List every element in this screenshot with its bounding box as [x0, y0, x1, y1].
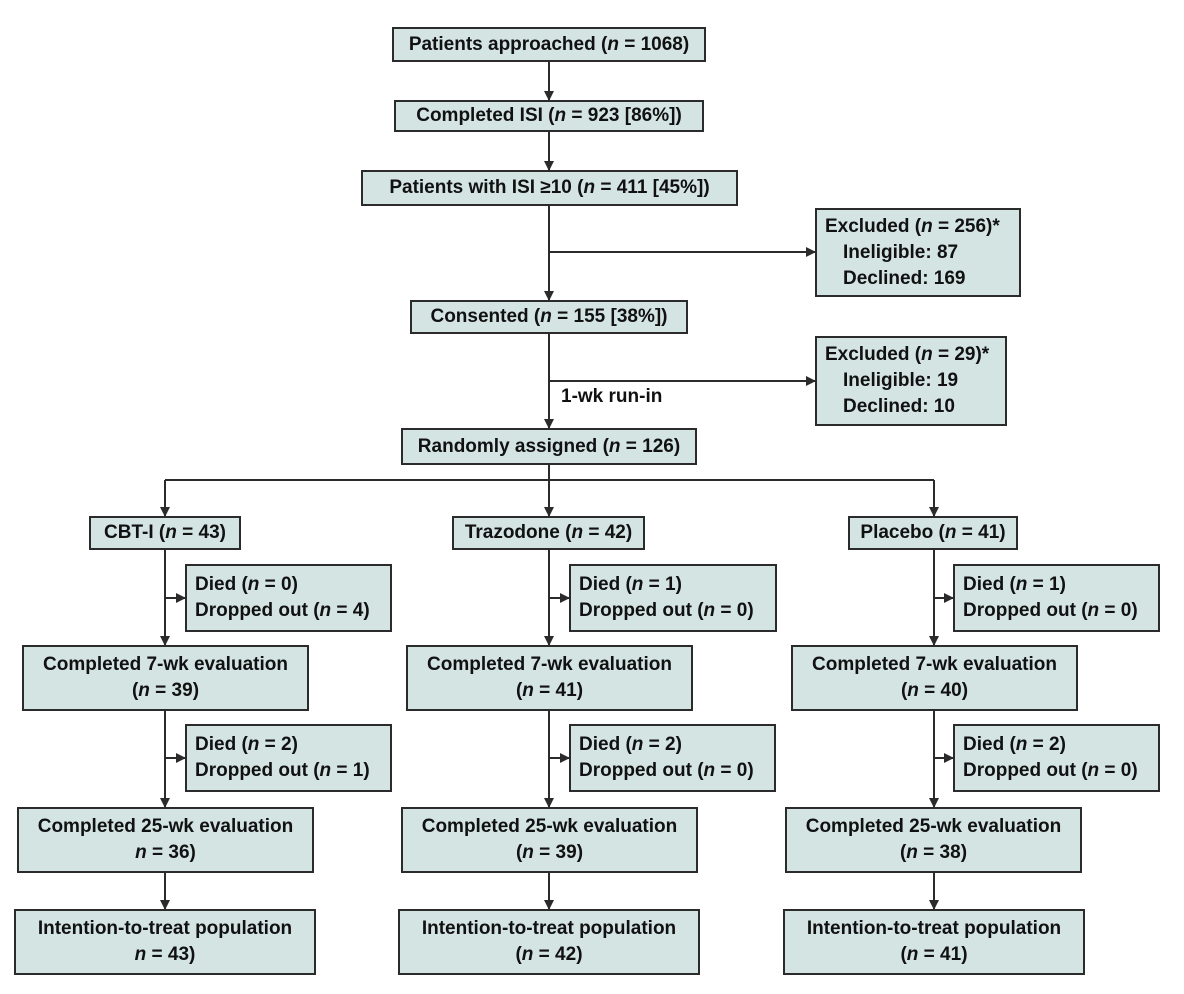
died-text: Died (n = 2): [963, 734, 1066, 755]
eval-n: (n = 39): [515, 842, 584, 863]
died-text: Died (n = 0): [195, 574, 298, 595]
box-placebo-eval-7wk: Completed 7-wk evaluation (n = 40): [791, 645, 1078, 711]
itt-title: Intention-to-treat population: [37, 918, 293, 939]
box-randomly-assigned: Randomly assigned (n = 126): [401, 428, 697, 465]
arm-name: Trazodone (n = 42): [464, 522, 633, 543]
eval-title: Completed 7-wk evaluation: [43, 654, 288, 675]
itt-title: Intention-to-treat population: [421, 918, 677, 939]
dropped-text: Dropped out (n = 0): [579, 760, 754, 781]
eval-title: Completed 25-wk evaluation: [421, 816, 678, 837]
excluded1-declined: Declined: 169: [843, 267, 966, 289]
died-text: Died (n = 1): [963, 574, 1066, 595]
box-placebo-eval-25wk: Completed 25-wk evaluation (n = 38): [785, 807, 1082, 873]
itt-n: n = 43): [134, 944, 196, 965]
eval-n: (n = 38): [899, 842, 968, 863]
box-cbti-eval-25wk: Completed 25-wk evaluation n = 36): [17, 807, 314, 873]
box-placebo-loss-2: Died (n = 2) Dropped out (n = 0): [953, 724, 1160, 792]
run-in-label: 1-wk run-in: [561, 386, 663, 407]
box-trazodone-eval-7wk: Completed 7-wk evaluation (n = 41): [406, 645, 693, 711]
box-trazodone-loss-2: Died (n = 2) Dropped out (n = 0): [569, 724, 776, 792]
dropped-text: Dropped out (n = 0): [963, 600, 1138, 621]
dropped-text: Dropped out (n = 1): [195, 760, 370, 781]
box-trazodone-eval-25wk: Completed 25-wk evaluation (n = 39): [401, 807, 698, 873]
box-arm-trazodone: Trazodone (n = 42): [452, 516, 645, 550]
arm-name: CBT-I (n = 43): [104, 522, 226, 543]
box-arm-placebo: Placebo (n = 41): [848, 516, 1018, 550]
arm-name: Placebo (n = 41): [860, 522, 1006, 543]
box-excluded-1: Excluded (n = 256)* Ineligible: 87 Decli…: [815, 208, 1021, 297]
excluded1-title: Excluded (n = 256)*: [825, 215, 1000, 237]
box-cbti-loss-1: Died (n = 0) Dropped out (n = 4): [185, 564, 392, 632]
box-completed-isi: Completed ISI (n = 923 [86%]): [394, 100, 704, 132]
randomly-assigned-text: Randomly assigned (n = 126): [417, 435, 681, 457]
eval-n: (n = 39): [131, 680, 200, 701]
box-trazodone-loss-1: Died (n = 1) Dropped out (n = 0): [569, 564, 777, 632]
eval-n: (n = 40): [900, 680, 969, 701]
box-placebo-loss-1: Died (n = 1) Dropped out (n = 0): [953, 564, 1160, 632]
eval-title: Completed 7-wk evaluation: [812, 654, 1057, 675]
eval-n: (n = 41): [515, 680, 584, 701]
dropped-text: Dropped out (n = 0): [579, 600, 754, 621]
eval-title: Completed 25-wk evaluation: [805, 816, 1062, 837]
excluded1-ineligible: Ineligible: 87: [843, 241, 959, 263]
consented-text: Consented (n = 155 [38%]): [430, 306, 668, 327]
itt-n: (n = 41): [900, 944, 968, 965]
box-consented: Consented (n = 155 [38%]): [410, 300, 688, 334]
box-placebo-itt: Intention-to-treat population (n = 41): [783, 909, 1085, 975]
dropped-text: Dropped out (n = 0): [963, 760, 1138, 781]
died-text: Died (n = 2): [195, 734, 298, 755]
eval-n: n = 36): [135, 842, 196, 863]
isi-ge10-text: Patients with ISI ≥10 (n = 411 [45%]): [389, 177, 710, 198]
completed-isi-text: Completed ISI (n = 923 [86%]): [416, 105, 682, 126]
excluded2-title: Excluded (n = 29)*: [825, 344, 990, 365]
died-text: Died (n = 2): [579, 734, 682, 755]
box-cbti-eval-7wk: Completed 7-wk evaluation (n = 39): [22, 645, 309, 711]
box-arm-cbti: CBT-I (n = 43): [89, 516, 241, 550]
box-cbti-itt: Intention-to-treat population n = 43): [14, 909, 316, 975]
died-text: Died (n = 1): [579, 574, 682, 595]
itt-title: Intention-to-treat population: [806, 918, 1062, 939]
eval-title: Completed 25-wk evaluation: [37, 816, 294, 837]
box-cbti-loss-2: Died (n = 2) Dropped out (n = 1): [185, 724, 392, 792]
patients-approached-text: Patients approached (n = 1068): [408, 33, 690, 55]
excluded2-ineligible: Ineligible: 19: [843, 370, 959, 391]
dropped-text: Dropped out (n = 4): [195, 600, 370, 621]
box-isi-ge10: Patients with ISI ≥10 (n = 411 [45%]): [361, 170, 738, 206]
box-excluded-2: Excluded (n = 29)* Ineligible: 19 Declin…: [815, 336, 1007, 426]
excluded2-declined: Declined: 10: [843, 396, 955, 417]
box-patients-approached: Patients approached (n = 1068): [392, 27, 706, 62]
eval-title: Completed 7-wk evaluation: [427, 654, 672, 675]
itt-n: (n = 42): [515, 944, 583, 965]
box-trazodone-itt: Intention-to-treat population (n = 42): [398, 909, 700, 975]
